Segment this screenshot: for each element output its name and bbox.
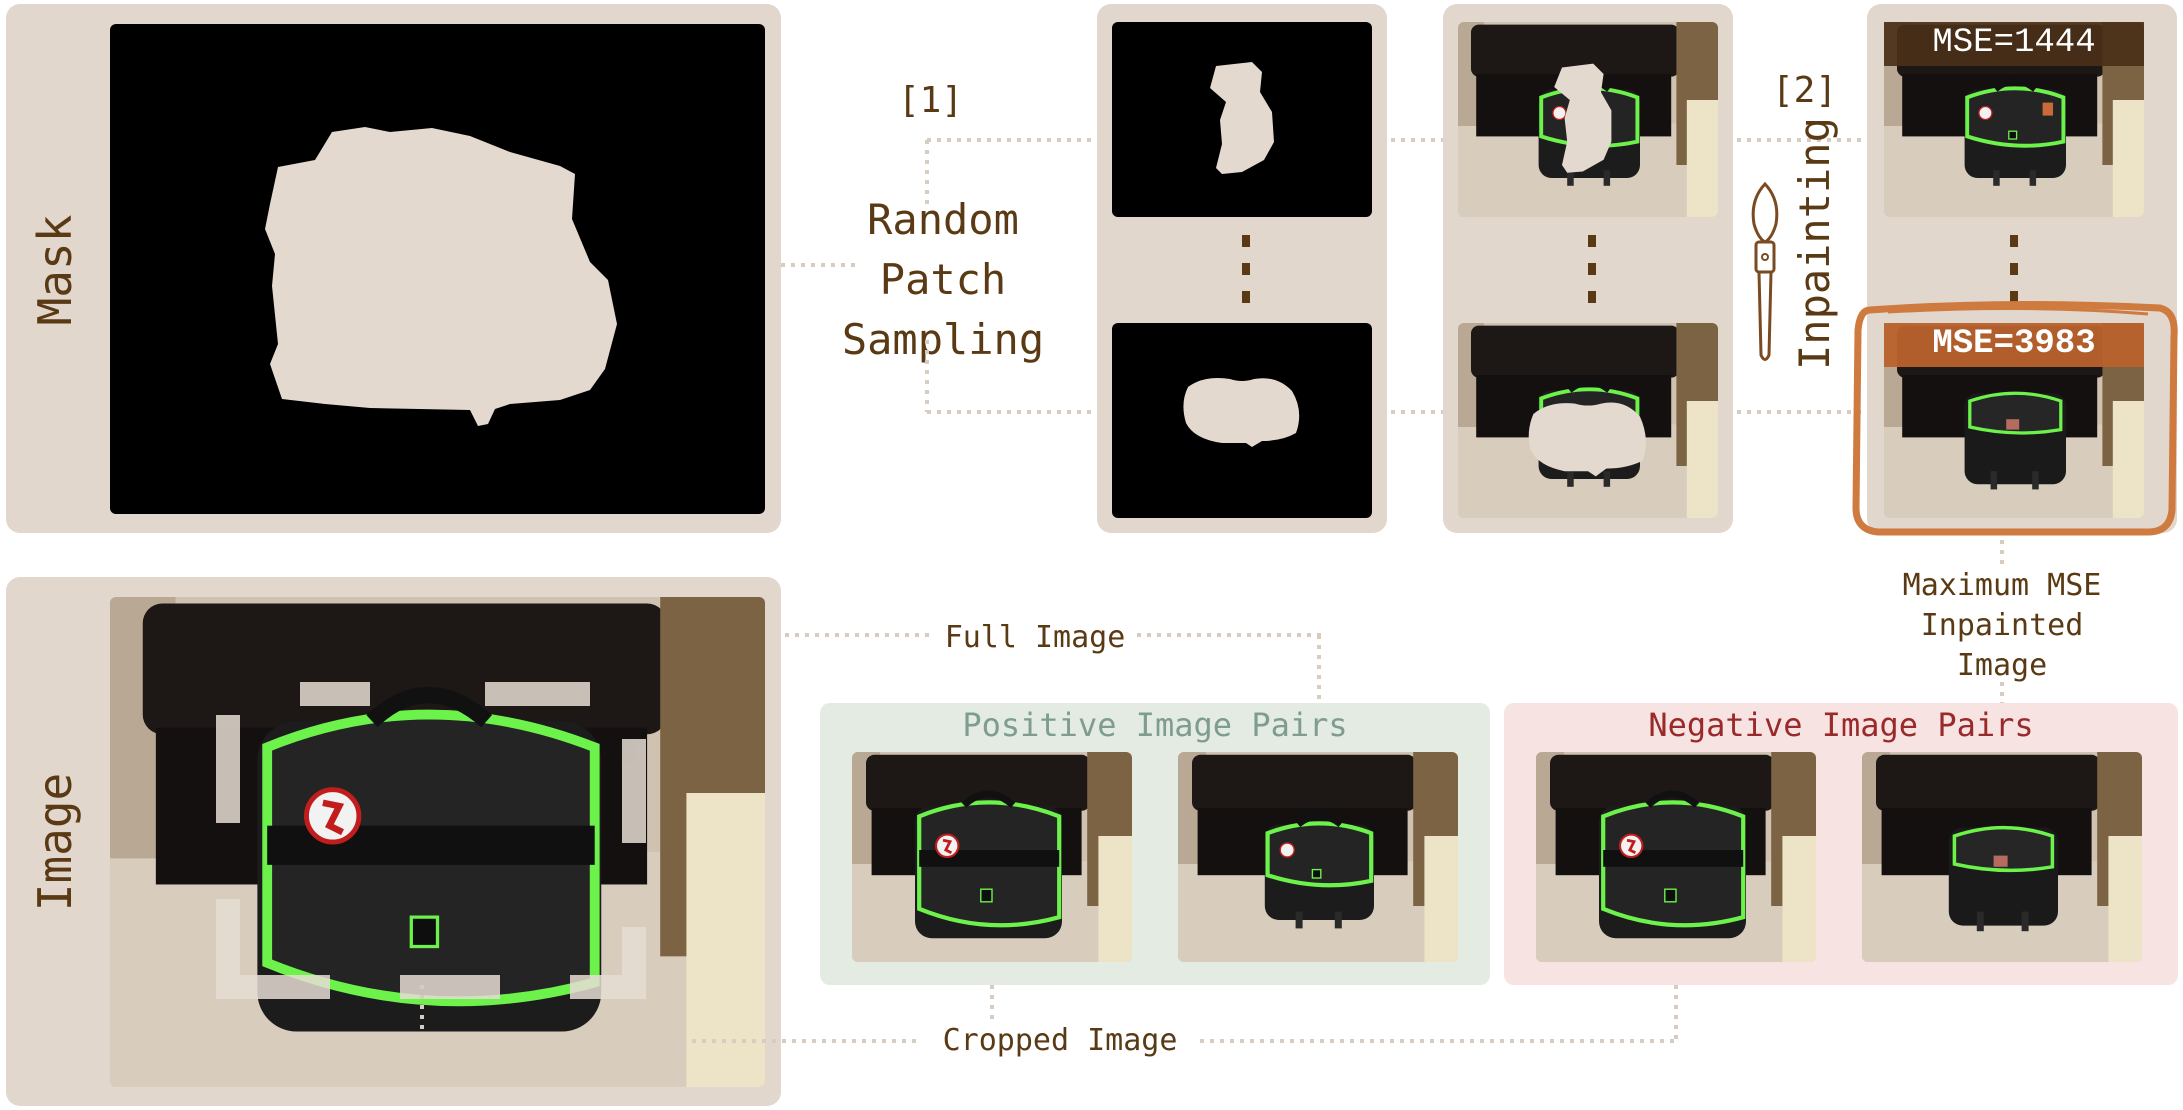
max-mse-line-2: Inpainted: [1862, 606, 2142, 646]
step1-label: [1]: [898, 80, 963, 121]
vertical-ellipsis-icon: [2008, 235, 2020, 305]
positive-pairs-label: Positive Image Pairs: [820, 706, 1490, 744]
mse-top-label: MSE=1444: [1884, 24, 2144, 62]
image-label: Image: [25, 767, 85, 917]
mask-shape: [265, 127, 617, 426]
max-mse-line-3: Image: [1862, 646, 2142, 686]
negative-pair-image-1: [1536, 752, 1816, 962]
paintbrush-icon: [1742, 180, 1788, 370]
vertical-ellipsis-icon: [1586, 235, 1598, 305]
full-mask-image: [110, 24, 765, 514]
max-mse-line-1: Maximum MSE: [1862, 566, 2142, 606]
max-mse-label: Maximum MSE Inpainted Image: [1862, 566, 2142, 686]
patch-mask-2: [1112, 323, 1372, 518]
selection-highlight: [1848, 296, 2182, 542]
mask-label: Mask: [25, 195, 85, 345]
full-image-label: Full Image: [935, 620, 1135, 655]
masked-image-2: [1458, 323, 1718, 518]
inpainting-label: Inpainting: [1790, 140, 1840, 370]
patch-mask-1: [1112, 22, 1372, 217]
negative-pairs-label: Negative Image Pairs: [1504, 706, 2178, 744]
positive-pair-image-1: [852, 752, 1132, 962]
negative-pair-image-2: [1862, 752, 2142, 962]
step2-label: [2]: [1772, 70, 1837, 111]
connector-sampling-to-patches: [915, 130, 1095, 420]
masked-image-1: [1458, 22, 1718, 217]
vertical-ellipsis-icon: [1240, 235, 1252, 305]
connector-patches-to-masked: [1387, 130, 1443, 420]
positive-pair-image-2: [1178, 752, 1458, 962]
cropped-image-label: Cropped Image: [920, 1023, 1200, 1058]
